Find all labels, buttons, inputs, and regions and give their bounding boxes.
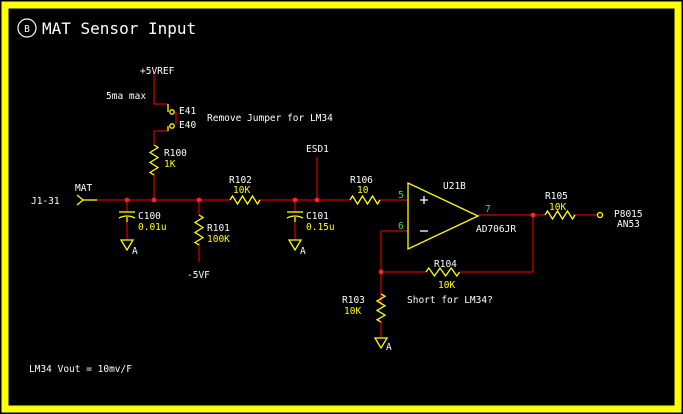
r102-ref: R102 (229, 175, 252, 186)
r100-ref: R100 (164, 148, 187, 159)
section-badge-letter: B (24, 24, 30, 35)
resistor-r103 (375, 293, 387, 323)
u21b-pin-minus: 6 (398, 221, 404, 232)
u21b-part: AD706JR (476, 224, 516, 235)
u21b-ref: U21B (443, 181, 466, 192)
u21b-pin-out: 7 (485, 204, 491, 215)
r101-value: 100K (207, 234, 230, 245)
c100-value: 0.01u (138, 222, 167, 233)
r105-value: 10K (549, 202, 566, 213)
input-connector-symbol (76, 194, 85, 206)
components (76, 104, 604, 350)
net-input-connector: J1-31 (31, 196, 60, 207)
r103-value: 10K (344, 306, 361, 317)
jumper-e41-label: E41 (179, 106, 196, 117)
net-neg-supply: -5VF (187, 270, 210, 281)
short-note: Short for LM34? (407, 295, 493, 306)
resistor-r102 (229, 194, 261, 206)
net-esd: ESD1 (306, 144, 329, 155)
net-vref: +5VREF (140, 66, 175, 77)
r106-ref: R106 (350, 175, 373, 186)
c101-ref: C101 (306, 211, 329, 222)
net-mat: MAT (75, 183, 92, 194)
output-connector-symbol (596, 211, 604, 219)
capacitor-c101 (286, 211, 304, 222)
footer-note: LM34 Vout = 10mv/F (29, 364, 132, 375)
jumper-note: Remove Jumper for LM34 (207, 113, 333, 124)
capacitor-c100 (118, 211, 136, 222)
u21b-pin-plus: 5 (398, 190, 404, 201)
r106-value: 10 (357, 185, 369, 196)
resistor-r104 (425, 266, 461, 278)
resistor-r101 (193, 214, 205, 246)
c100-ref: C100 (138, 211, 161, 222)
ground-c100 (119, 239, 135, 252)
ground-c101 (287, 239, 303, 252)
ground-label-r103: A (386, 342, 392, 353)
r104-ref: R104 (434, 259, 457, 270)
resistor-r106 (349, 194, 381, 206)
jumper-pad-e40 (169, 123, 175, 129)
net-output-sub: AN53 (617, 219, 640, 230)
r100-value: 1K (164, 159, 176, 170)
r103-ref: R103 (342, 295, 365, 306)
ground-label-c101: A (300, 246, 306, 257)
section-badge (17, 18, 37, 38)
page-title: MAT Sensor Input (42, 19, 196, 38)
opamp-u21b-body (407, 181, 480, 251)
jumper-e40-label: E40 (179, 120, 196, 131)
r105-ref: R105 (545, 191, 568, 202)
c101-value: 0.15u (306, 222, 335, 233)
ground-label-c100: A (132, 246, 138, 257)
resistor-r105 (544, 209, 576, 221)
net-output: P8015 (614, 209, 643, 220)
vref-limit-note: 5ma max (106, 91, 146, 102)
r104-value: 10K (438, 280, 455, 291)
junction-nodes (124, 197, 536, 275)
r101-ref: R101 (207, 223, 230, 234)
resistor-r100 (148, 144, 160, 176)
ground-r103 (373, 337, 389, 350)
r102-value: 10K (233, 185, 250, 196)
jumper-pad-e41 (169, 109, 175, 115)
